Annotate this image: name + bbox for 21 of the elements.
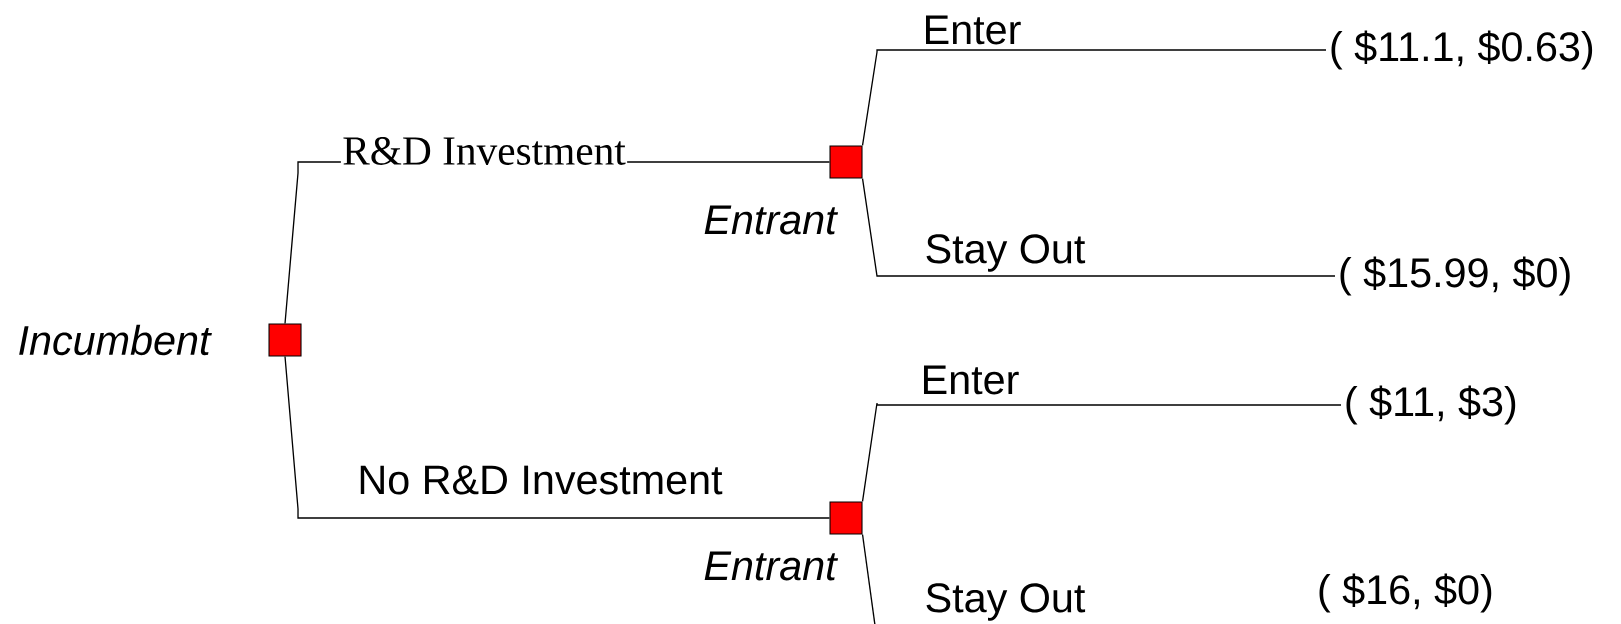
branch-line: [861, 402, 1342, 503]
edge-label: Enter: [919, 364, 1021, 396]
payoff-text: ( $11, $3): [1346, 385, 1516, 425]
player-label: Incumbent: [19, 324, 212, 356]
player-label: Entrant: [704, 551, 839, 581]
payoff-text: ( $16, $0): [1319, 573, 1492, 613]
payoff-text: ( $11.1, $0.63): [1331, 30, 1593, 70]
edge-label: R&D Investment: [340, 135, 628, 167]
branch-line: [861, 49, 1327, 147]
edge-label: Enter: [921, 14, 1023, 46]
payoff-text: ( $15.99, $0): [1340, 256, 1570, 296]
decision-square: [829, 145, 863, 179]
decision-square: [829, 501, 863, 535]
branch-line: [861, 533, 878, 624]
edge-label: No R&D Investment: [356, 464, 724, 496]
branch-line: [284, 355, 831, 519]
edge-label: Stay Out: [923, 581, 1087, 623]
branch-line: [861, 177, 1336, 277]
player-label: Entrant: [704, 205, 839, 235]
edge-label: Stay Out: [923, 232, 1087, 274]
decision-square: [268, 323, 302, 357]
